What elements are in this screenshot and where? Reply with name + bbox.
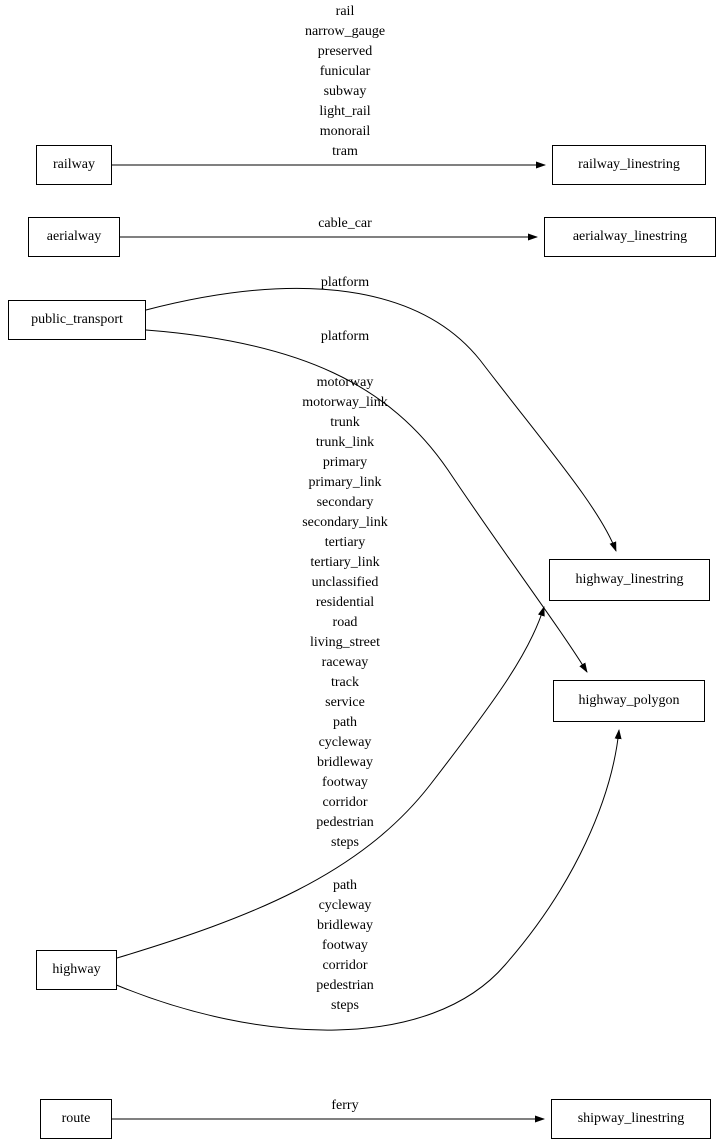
edge-label-platform-polygon: platform (320, 329, 370, 344)
edge-label-highway-polygon-values: path cycleway bridleway footway corridor… (316, 878, 374, 1013)
node-route: route (40, 1099, 112, 1139)
node-highway-polygon: highway_polygon (553, 680, 705, 722)
edge-label-highway-linestring-values: motorway motorway_link trunk trunk_link … (302, 375, 388, 850)
node-railway: railway (36, 145, 112, 185)
node-public-transport: public_transport (8, 300, 146, 340)
node-highway-linestring: highway_linestring (549, 559, 710, 601)
node-highway: highway (36, 950, 117, 990)
edge-label-cable-car: cable_car (318, 216, 372, 231)
edge-label-ferry: ferry (331, 1098, 359, 1113)
node-aerialway: aerialway (28, 217, 120, 257)
node-shipway-linestring: shipway_linestring (551, 1099, 711, 1139)
edge-label-railway-values: rail narrow_gauge preserved funicular su… (304, 4, 386, 159)
node-railway-linestring: railway_linestring (552, 145, 706, 185)
node-aerialway-linestring: aerialway_linestring (544, 217, 716, 257)
edge-label-platform-linestring: platform (320, 275, 370, 290)
